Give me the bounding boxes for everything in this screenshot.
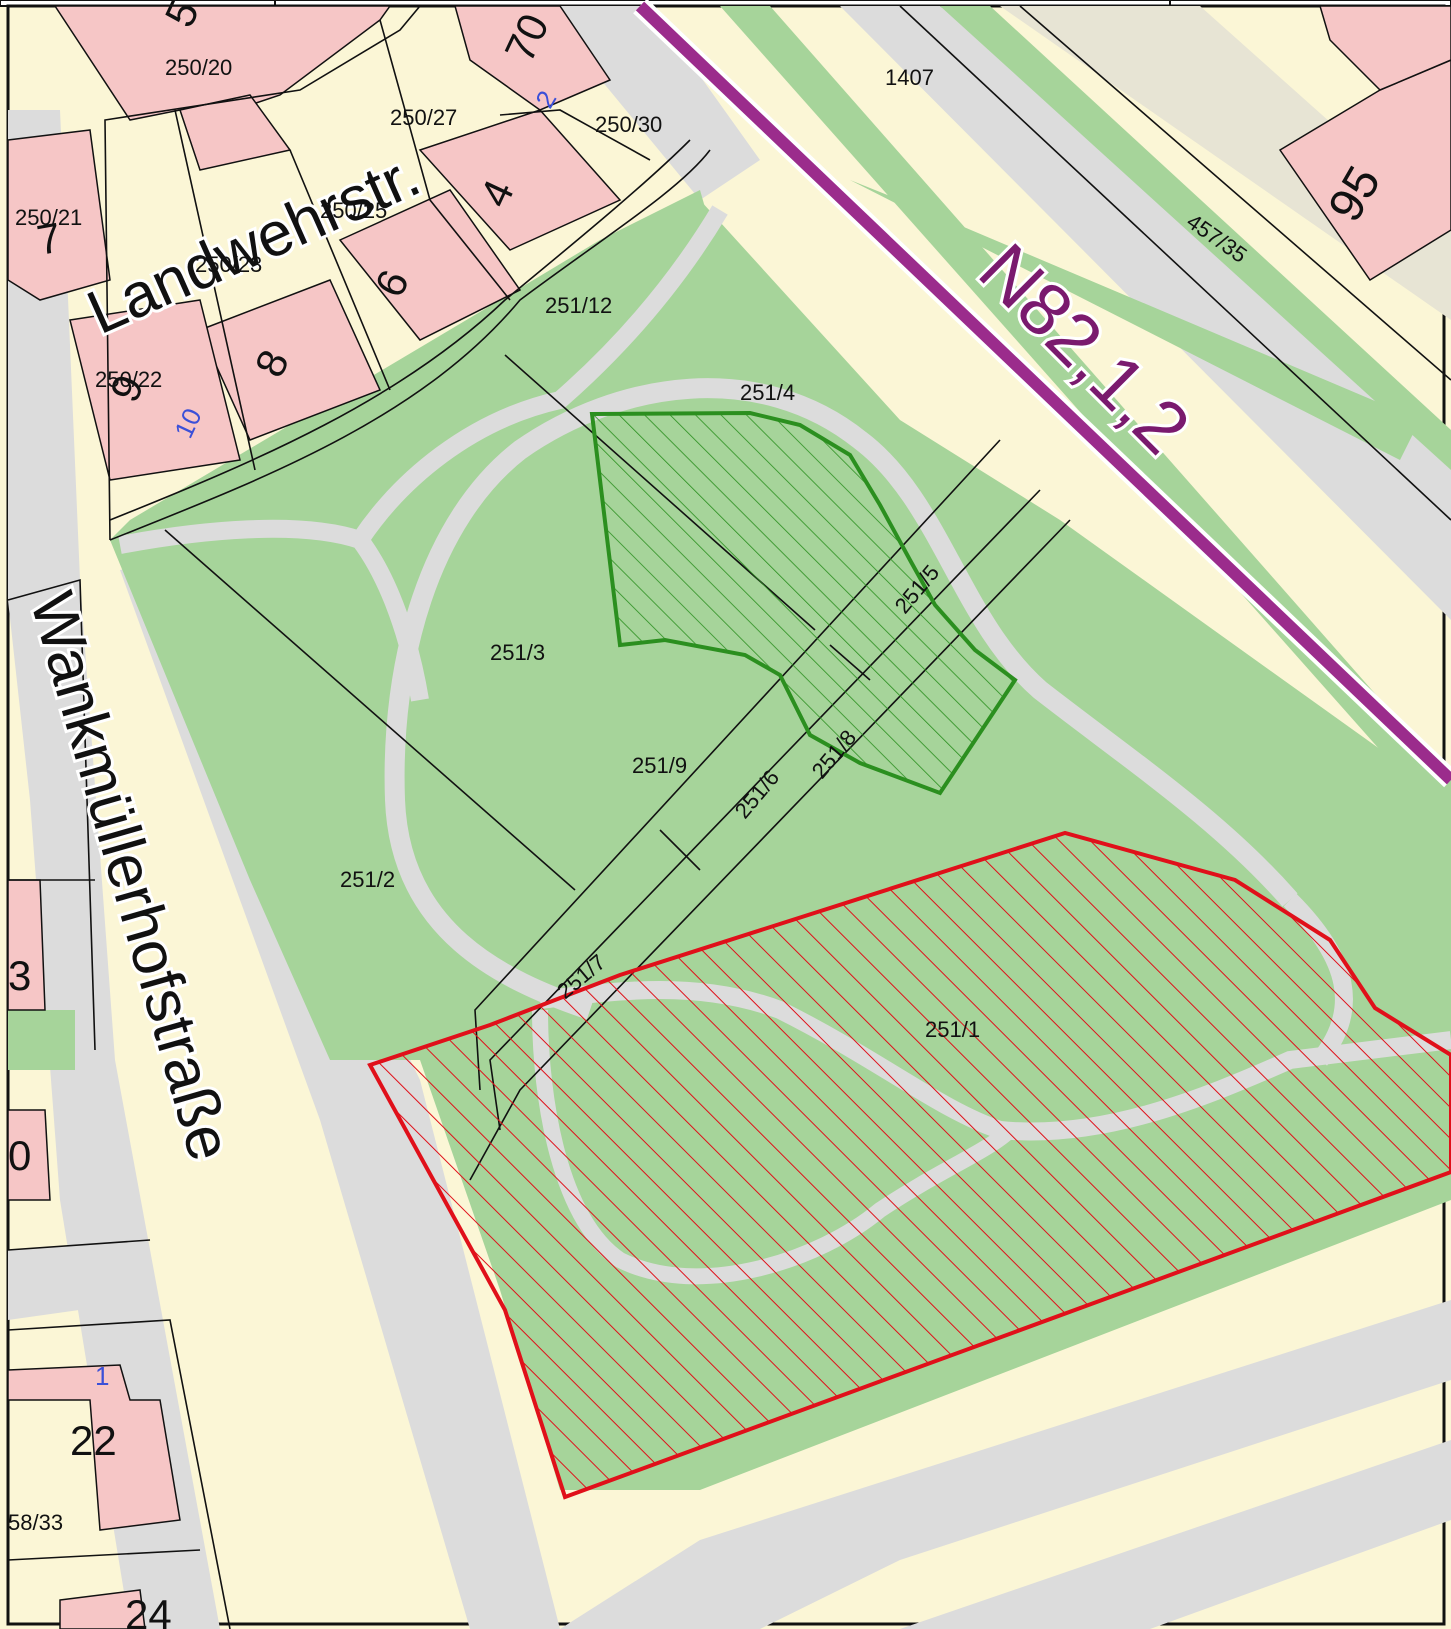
- boundary-line: [174, 109, 256, 471]
- red-hatched-area: [367, 830, 1451, 1500]
- building: [1318, 5, 1451, 91]
- green-hatched-area: [589, 410, 1018, 796]
- parcel-label: 251/2: [340, 867, 395, 892]
- street-left-lower: [8, 1240, 150, 1320]
- street-right-2: [1000, 6, 1451, 320]
- parcel-label: 250/20: [165, 55, 232, 80]
- building: [7, 1109, 51, 1201]
- building: [7, 129, 111, 301]
- park-path-upper: [352, 205, 728, 545]
- building: [59, 1589, 146, 1629]
- boundary-line: [289, 149, 391, 391]
- parcel-label: 250/25: [320, 198, 387, 223]
- house-number: 22: [70, 1417, 117, 1464]
- boundary-line: [7, 1549, 201, 1561]
- house-number: 24: [125, 1591, 172, 1629]
- building: [338, 189, 522, 341]
- parcel-label: 251/4: [740, 380, 795, 405]
- house-number: 0: [8, 1132, 31, 1179]
- railway-line-core: [635, 1, 1451, 785]
- parcel-label: 251/9: [632, 753, 687, 778]
- parcel-label: 251/1: [925, 1017, 980, 1042]
- parcel-label: 1407: [885, 65, 934, 90]
- green-strip-rail-3: [850, 180, 1420, 460]
- boundary-line: [164, 529, 576, 891]
- park-path-left: [118, 519, 429, 702]
- building: [418, 109, 622, 251]
- parcel-label: 250/27: [390, 105, 457, 130]
- green-small-left: [8, 1010, 75, 1070]
- parcel-label: 251/12: [545, 293, 612, 318]
- blue-house-number: 1: [95, 1361, 109, 1391]
- boundary-line: [899, 5, 1451, 521]
- building: [69, 299, 241, 481]
- house-number: 3: [8, 952, 31, 999]
- boundary-line: [7, 1319, 231, 1629]
- parcel-label: 250/30: [595, 112, 662, 137]
- parcel-label: 250/22: [95, 367, 162, 392]
- buildings: [7, 5, 1451, 1629]
- street-bottom-1: [560, 1300, 1451, 1629]
- parcel-label: 251/3: [490, 640, 545, 665]
- green-strip-rail-2: [940, 6, 1451, 470]
- park-path-loop: [384, 378, 1298, 1020]
- street-wankmuellerhof: [8, 110, 220, 1629]
- building: [454, 5, 612, 111]
- boundary-line: [1019, 5, 1451, 381]
- boundary-line: [104, 5, 421, 541]
- boundary-line: [109, 139, 691, 521]
- boundary-line: [379, 19, 511, 301]
- boundary-line: [109, 149, 711, 541]
- boundary-line: [7, 578, 96, 1051]
- building: [7, 1364, 181, 1531]
- building: [198, 279, 382, 441]
- street-bottom-2: [900, 1440, 1451, 1629]
- boundary-line: [7, 1239, 151, 1251]
- park-green-upper: [500, 190, 720, 360]
- parcel-label: 250/21: [15, 205, 82, 230]
- street-top-diagonal: [540, 6, 760, 200]
- boundary-line: [499, 109, 651, 161]
- boundary-line: [659, 829, 701, 871]
- parcel-label: 250/23: [195, 252, 262, 277]
- building: [1278, 59, 1451, 282]
- parcel-label: 58/33: [8, 1510, 63, 1535]
